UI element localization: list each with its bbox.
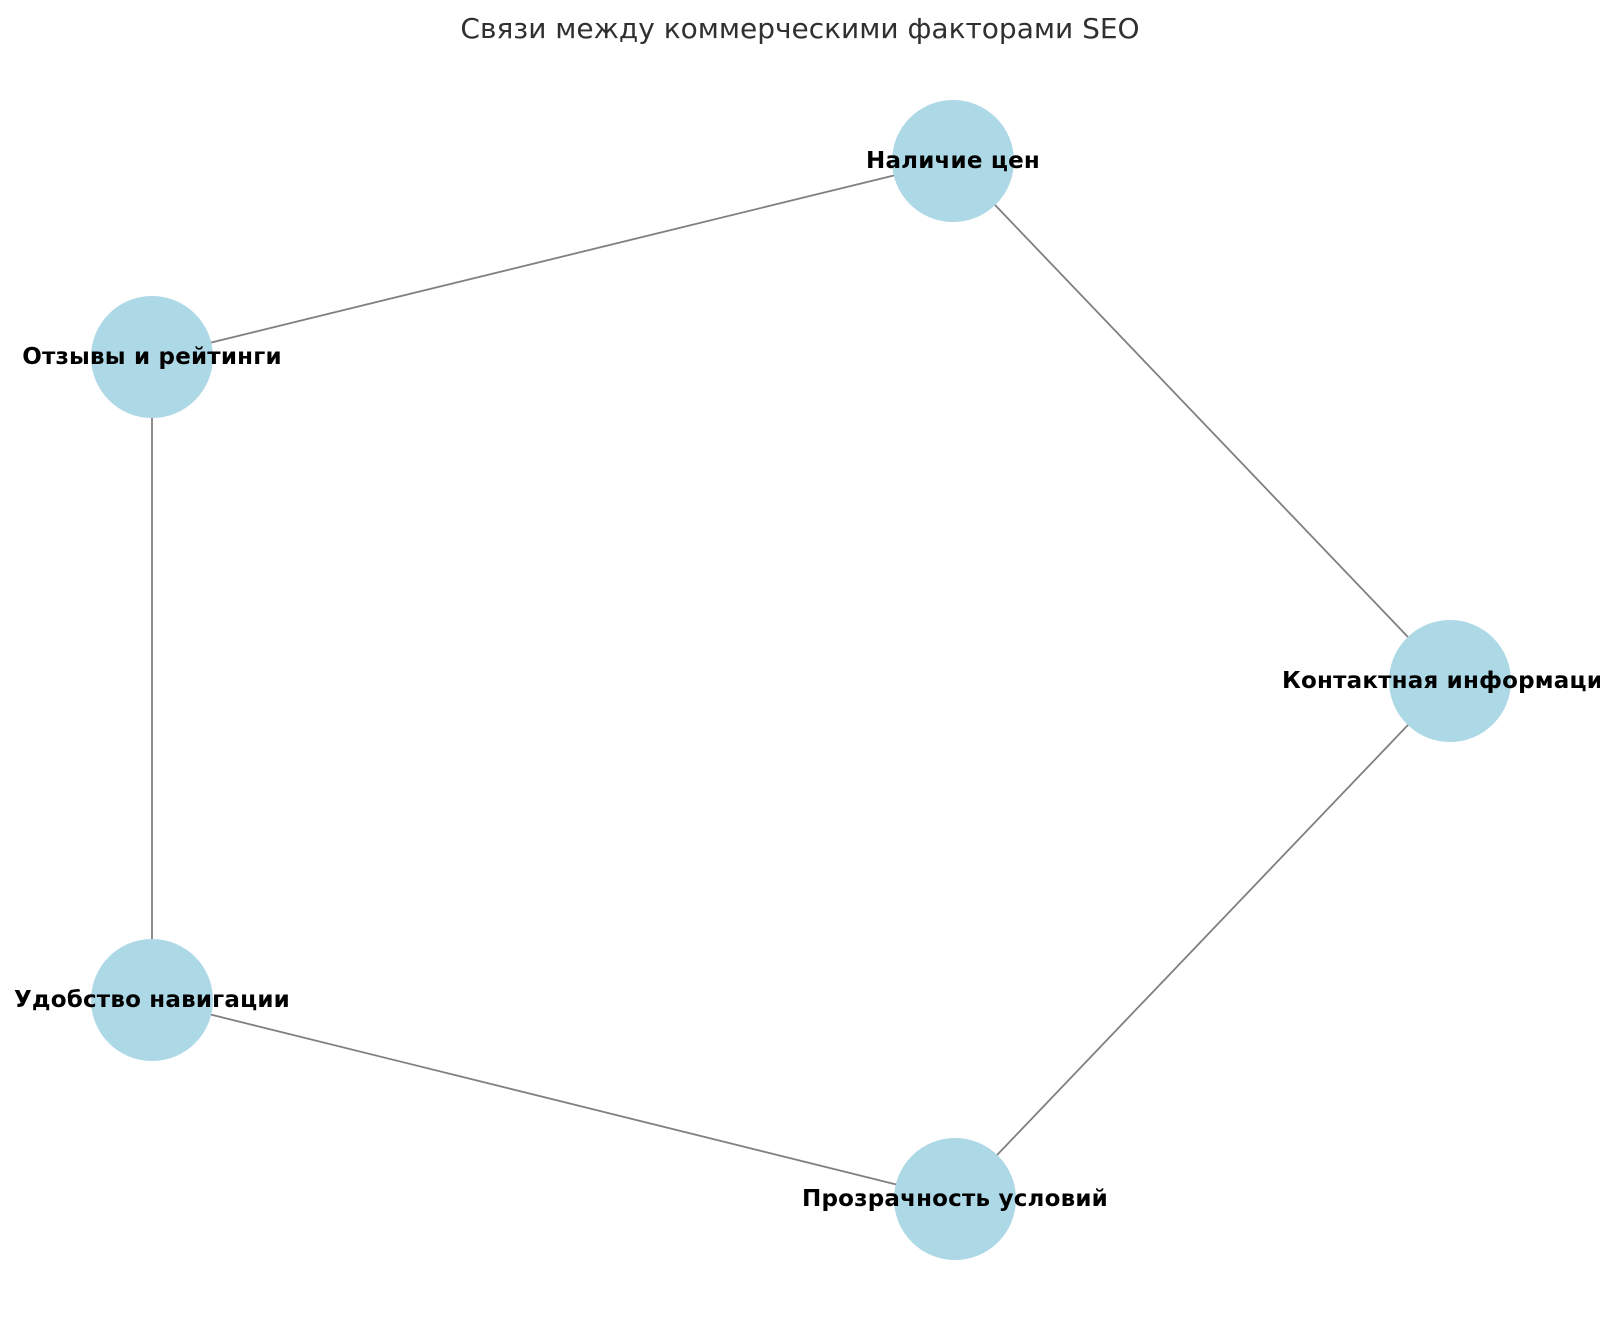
- node-label-transparency: Прозрачность условий: [802, 1186, 1108, 1212]
- node-transparency: [894, 1138, 1016, 1260]
- node-label-navigation: Удобство навигации: [14, 987, 290, 1013]
- edge-transparency-contact: [954, 680, 1451, 1200]
- node-navigation: [91, 939, 213, 1061]
- edge-prices-reviews: [151, 160, 954, 358]
- node-reviews: [91, 296, 213, 418]
- edge-navigation-transparency: [151, 999, 956, 1200]
- chart-title: Связи между коммерческими факторами SEO: [460, 12, 1140, 45]
- node-label-reviews: Отзывы и рейтинги: [22, 344, 282, 370]
- node-label-prices: Наличие цен: [866, 148, 1040, 174]
- node-prices: [892, 100, 1014, 222]
- node-label-contact: Контактная информация: [1281, 668, 1600, 694]
- edge-prices-contact: [952, 160, 1451, 682]
- node-contact: [1389, 620, 1511, 742]
